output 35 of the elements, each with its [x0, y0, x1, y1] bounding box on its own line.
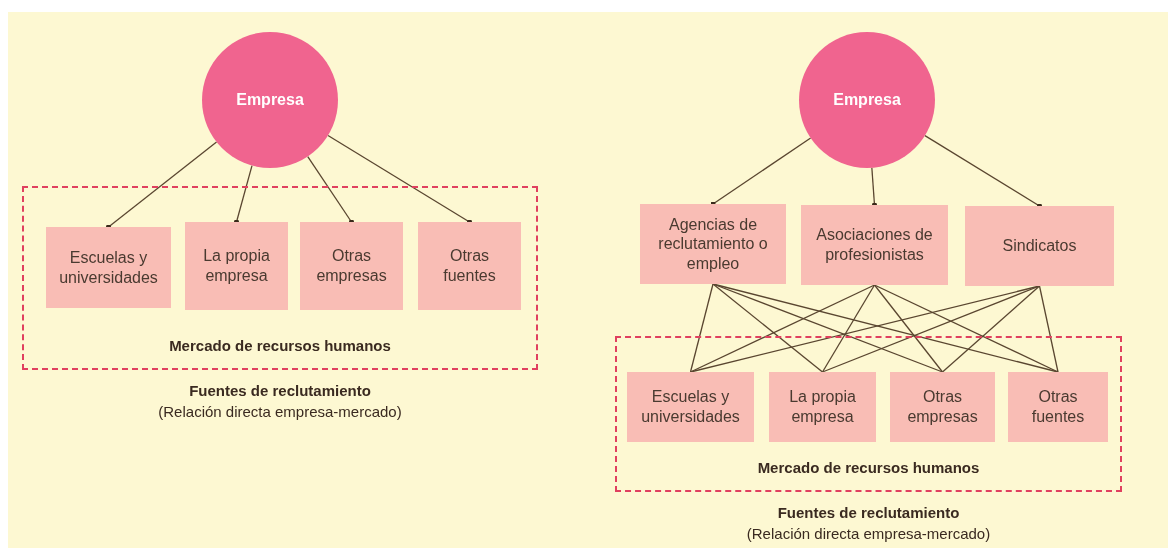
connector-line	[1038, 285, 1059, 373]
source-box: Escuelas y universidades	[627, 372, 754, 442]
connector-line	[924, 134, 1042, 209]
source-box: Escuelas y universidades	[46, 227, 171, 308]
connector-line	[871, 167, 877, 208]
caption-title: Fuentes de reclutamiento	[777, 504, 960, 521]
connector-line	[689, 283, 714, 373]
source-box: Otras fuentes	[1008, 372, 1108, 442]
connector-line	[821, 284, 876, 373]
group-label: Mercado de recursos humanos	[169, 337, 391, 354]
connector-line	[689, 284, 876, 373]
group-label: Mercado de recursos humanos	[757, 459, 980, 476]
connector-line	[712, 283, 824, 373]
source-box: Asociaciones de profesionistas	[801, 205, 948, 285]
caption-subtitle: (Relación directa empresa-mercado)	[746, 525, 991, 542]
dashed-group-frame	[615, 336, 1122, 492]
source-box: La propia empresa	[185, 222, 288, 310]
connector-line	[712, 283, 944, 373]
source-box: Otras empresas	[890, 372, 995, 442]
source-box: Sindicatos	[965, 206, 1114, 286]
source-box: Otras fuentes	[418, 222, 521, 310]
source-box: Agencias de reclutamiento o empleo	[640, 204, 786, 284]
connector-line	[710, 137, 812, 207]
source-box: La propia empresa	[769, 372, 876, 442]
connector-line	[873, 284, 1059, 373]
connector-line	[106, 141, 218, 230]
connector-line	[327, 134, 472, 225]
connector-line	[941, 285, 1041, 373]
caption-title: Fuentes de reclutamiento	[189, 382, 371, 399]
connector-line	[873, 284, 944, 373]
dashed-group-frame	[22, 186, 538, 370]
source-box: Otras empresas	[300, 222, 403, 310]
connector-line	[234, 164, 253, 225]
caption-subtitle: (Relación directa empresa-mercado)	[158, 403, 402, 420]
connector-line	[307, 155, 354, 225]
